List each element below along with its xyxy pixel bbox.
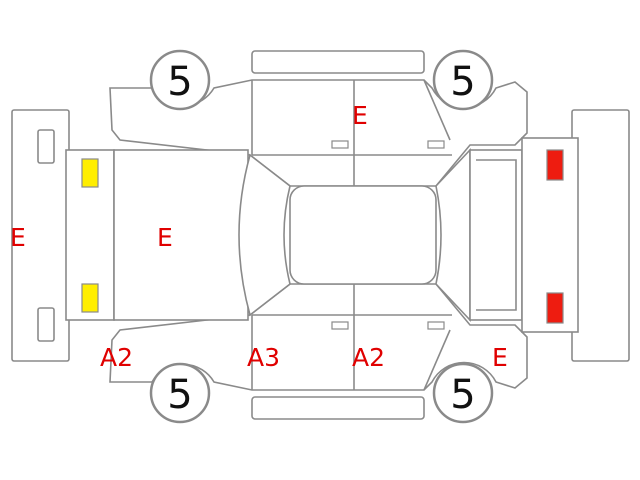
- rear-right-wheel-score: 5: [450, 372, 475, 418]
- rear-bumper: [571, 109, 630, 362]
- code-lower-fender: E: [492, 343, 508, 372]
- front-right-lamp-icon: [81, 283, 99, 313]
- front-right-wheel-icon: 5: [149, 362, 211, 424]
- code-hood: E: [157, 223, 173, 252]
- roof-panel: [289, 185, 437, 285]
- code-lower-door: A2: [352, 343, 386, 372]
- code-front-bumper: E: [10, 223, 26, 252]
- front-bumper-slot-top: [37, 129, 55, 164]
- front-left-lamp-icon: [81, 158, 99, 188]
- front-right-wheel-score: 5: [167, 372, 192, 418]
- rear-left-wheel-score: 5: [450, 59, 475, 105]
- code-lower-pillar: A3: [247, 343, 281, 372]
- top-sill-panel: [251, 50, 425, 74]
- front-bumper-slot-bottom: [37, 307, 55, 342]
- front-left-wheel-score: 5: [167, 59, 192, 105]
- front-left-wheel-icon: 5: [149, 49, 211, 111]
- rear-left-wheel-icon: 5: [432, 49, 494, 111]
- lower-rear-door-handle: [331, 321, 349, 330]
- trunk-panel: [469, 149, 523, 321]
- upper-rear-door-handle: [331, 140, 349, 149]
- code-upper-door: E: [352, 101, 368, 130]
- rear-window: [435, 147, 471, 323]
- lower-front-door-handle: [427, 321, 445, 330]
- windshield: [238, 153, 291, 317]
- upper-front-door-handle: [427, 140, 445, 149]
- hood-panel: [113, 149, 249, 321]
- code-lower-left-panel: A2: [100, 343, 134, 372]
- rear-left-lamp-icon: [546, 149, 564, 181]
- rear-right-lamp-icon: [546, 292, 564, 324]
- bottom-sill-panel: [251, 396, 425, 420]
- rear-right-wheel-icon: 5: [432, 362, 494, 424]
